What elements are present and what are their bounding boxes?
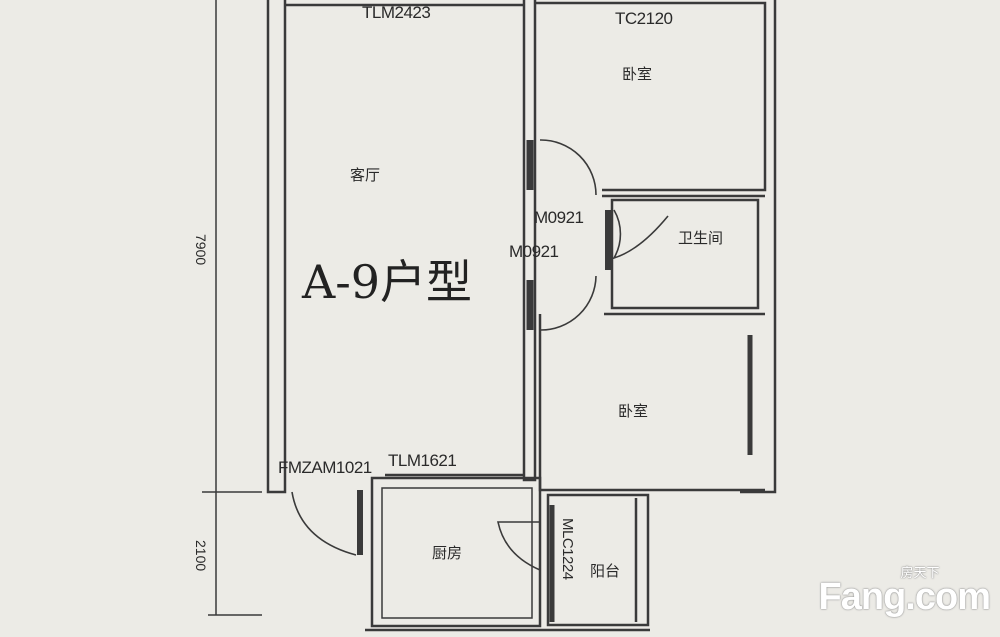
label-mlc1224: MLC1224 — [559, 518, 576, 580]
label-tlm2423: TLM2423 — [362, 3, 431, 22]
room-living: 客厅 — [350, 166, 381, 184]
room-bathroom: 卫生间 — [678, 229, 724, 247]
plan-title: A-9户型 — [302, 255, 473, 309]
room-kitchen: 厨房 — [432, 544, 463, 562]
watermark-brand: Fang.com — [818, 576, 991, 618]
label-m0921-upper: M0921 — [534, 208, 584, 227]
label-m0921-lower: M0921 — [509, 242, 559, 261]
dimension-2100: 2100 — [193, 540, 209, 572]
watermark-logo: 房天下 Fang.com — [818, 566, 991, 619]
label-tlm1621: TLM1621 — [388, 451, 457, 470]
dimension-7900: 7900 — [193, 234, 209, 266]
room-bedroom-top: 卧室 — [622, 65, 653, 83]
label-tc2120: TC2120 — [615, 9, 673, 28]
label-fmzam1021: FMZAM1021 — [278, 458, 372, 477]
room-bedroom-bottom: 卧室 — [618, 402, 649, 420]
watermark-chinese: 房天下 — [900, 566, 940, 581]
room-balcony: 阳台 — [590, 562, 621, 580]
